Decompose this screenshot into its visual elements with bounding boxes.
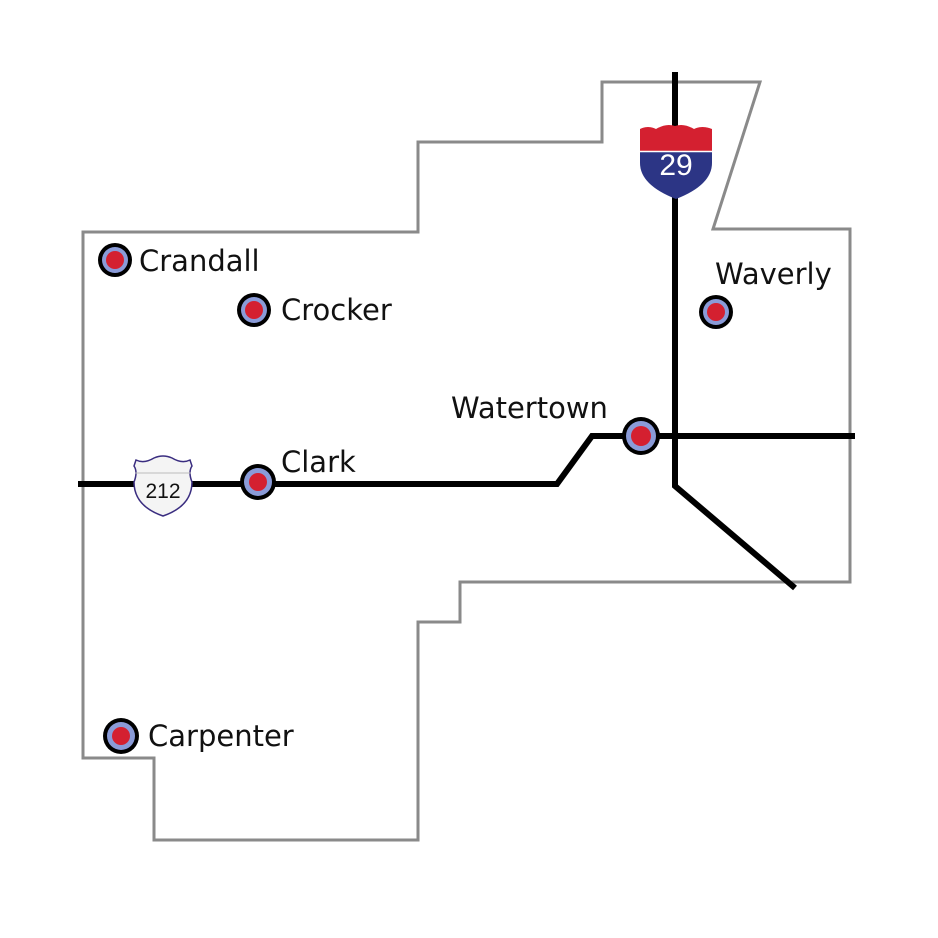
city-clark[interactable]: Clark (240, 445, 356, 500)
roads (78, 72, 855, 591)
city-label: Carpenter (148, 719, 294, 753)
city-waverly[interactable]: Waverly (699, 257, 832, 329)
interstate-shield-red (640, 125, 712, 151)
us-route-number: 212 (145, 480, 180, 503)
interstate-29-shield: 29 (640, 125, 712, 199)
city-watertown[interactable]: Watertown (451, 391, 660, 455)
city-carpenter[interactable]: Carpenter (103, 718, 294, 754)
us-212-road (78, 433, 855, 487)
interstate-29-road (672, 72, 797, 591)
interstate-number: 29 (659, 149, 692, 182)
city-label: Watertown (451, 391, 608, 425)
city-label: Crandall (139, 244, 260, 278)
interstate-shield-blue (640, 152, 712, 199)
city-label: Crocker (281, 293, 392, 327)
city-crandall[interactable]: Crandall (98, 243, 260, 278)
city-crocker[interactable]: Crocker (237, 293, 392, 327)
city-label: Clark (281, 445, 356, 479)
county-boundary (81, 80, 852, 842)
city-label: Waverly (715, 257, 832, 291)
us-212-shield: 212 (133, 455, 193, 517)
